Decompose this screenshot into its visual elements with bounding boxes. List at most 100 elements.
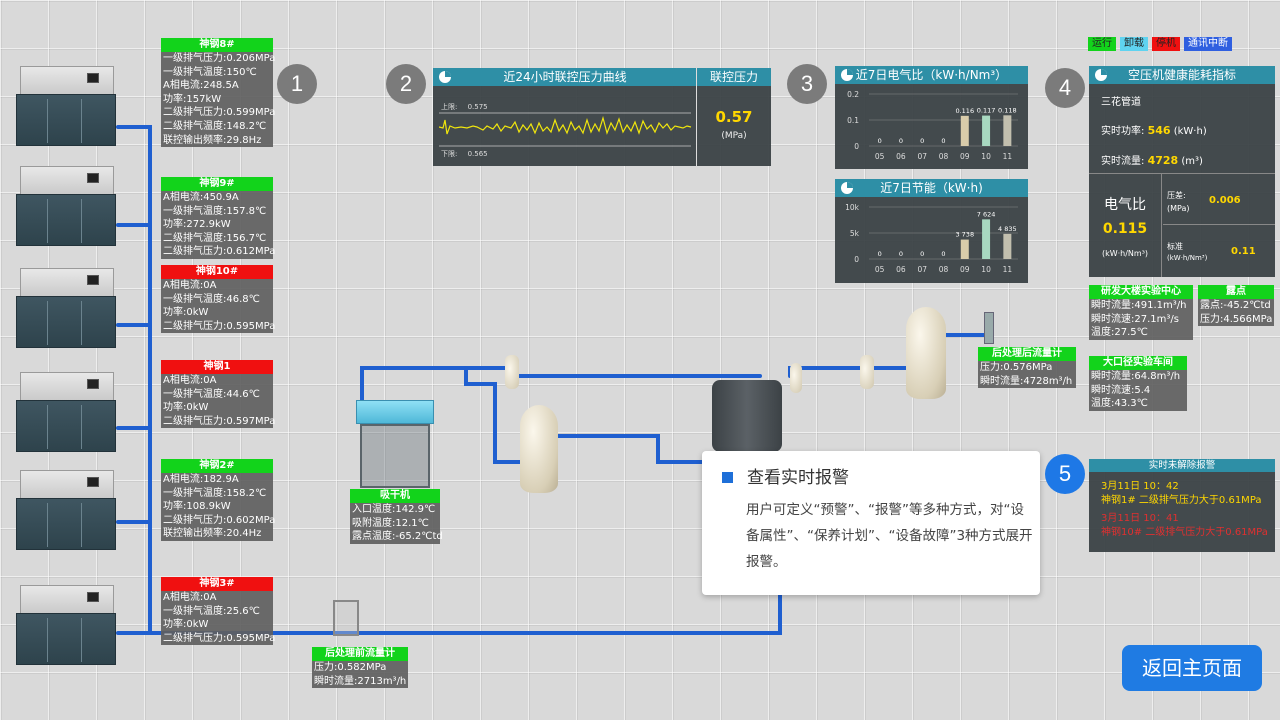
compressor-info-9[interactable]: 神钢9# A相电流:450.9A 一级排气温度:157.8℃ 功率:272.9k… — [161, 177, 275, 259]
info-row: A相电流:0A — [163, 375, 217, 386]
ratio-value: 0.115 — [1102, 221, 1148, 237]
callout-body: 用户可定义“预警”、“报警”等多种方式，对“设备属性”、“保养计划”、“设备故障… — [746, 502, 1033, 570]
health-panel[interactable]: 空压机健康能耗指标 三花管道 实时功率: 546 (kW·h) 实时流量: 47… — [1089, 66, 1275, 277]
meter-post-treatment[interactable]: 后处理后流量计 压力:0.576MPa 瞬时流量:4728m³/h — [978, 347, 1076, 389]
info-row: 瞬时流量:491.1m³/h — [1091, 300, 1187, 311]
info-row: 二级排气压力:0.602MPa — [163, 514, 276, 526]
meter-name: 露点 — [1198, 285, 1274, 299]
diff-label: 压差: — [1167, 191, 1186, 200]
ratio-label: 电气比 — [1104, 197, 1146, 213]
info-row: 功率:272.9kW — [163, 219, 231, 231]
pressure-value: 0.57 — [715, 108, 753, 126]
feature-callout: 查看实时报警 用户可定义“预警”、“报警”等多种方式，对“设备属性”、“保养计划… — [702, 451, 1040, 595]
y-tick-label: 0 — [854, 255, 859, 264]
compressor-name: 神钢3# — [161, 577, 273, 591]
marker-5: 5 — [1045, 454, 1085, 494]
data-label: 0 — [941, 250, 945, 258]
compressor-name: 神钢10# — [161, 265, 273, 279]
compressor-unit-1[interactable] — [14, 66, 118, 148]
alarm-panel[interactable]: 实时未解除报警 3月11日 10：42 神钢1# 二级排气压力大于0.61MPa… — [1089, 459, 1275, 552]
bar — [960, 115, 969, 146]
info-row: 露点:-45.2℃td — [1200, 300, 1271, 311]
x-tick-label: 10 — [981, 152, 991, 161]
dryer-frame — [360, 424, 430, 488]
data-label: 0 — [878, 137, 882, 145]
info-row: 露点温度:-65.2℃td — [352, 531, 443, 543]
data-label: 4 835 — [998, 225, 1017, 233]
info-row: 一级排气温度:46.8℃ — [163, 293, 260, 305]
pressure-panel-header: 近24小时联控压力曲线 — [433, 68, 697, 86]
compressor-info-10[interactable]: 神钢10# A相电流:0A 一级排气温度:46.8℃ 功率:0kW 二级排气压力… — [161, 265, 275, 334]
compressor-info-3[interactable]: 神钢3# A相电流:0A 一级排气温度:25.6℃ 功率:0kW 二级排气压力:… — [161, 577, 275, 646]
meter-large-workshop[interactable]: 大口径实验车间 瞬时流量:64.8m³/h 瞬时流速:5.4 温度:43.3℃ — [1089, 356, 1187, 411]
x-tick-label: 08 — [939, 265, 949, 274]
health-panel-header: 空压机健康能耗指标 — [1089, 66, 1275, 84]
meter-rd-center[interactable]: 研发大楼实验中心 瞬时流量:491.1m³/h 瞬时流速:27.1m³/s 温度… — [1089, 285, 1193, 340]
compressor-info-2[interactable]: 神钢2# A相电流:182.9A 一级排气温度:158.2℃ 功率:108.9k… — [161, 459, 276, 541]
filter-1 — [505, 355, 519, 389]
info-row: 一级排气压力:0.206MPa — [163, 53, 276, 64]
adsorption-dryer — [712, 380, 782, 452]
marker-1: 1 — [277, 64, 317, 104]
meter-name: 后处理前流量计 — [312, 647, 408, 661]
info-row: 功率:157kW — [163, 93, 222, 105]
legend-stopped: 停机 — [1152, 37, 1180, 51]
compressor-unit-3[interactable] — [14, 268, 118, 350]
compressor-unit-2[interactable] — [14, 166, 118, 248]
compressor-info-8[interactable]: 神钢8# 一级排气压力:0.206MPa 一级排气温度:150℃ A相电流:24… — [161, 38, 276, 148]
info-row: 瞬时流量:64.8m³/h — [1091, 371, 1181, 382]
info-row: 联控输出频率:29.8Hz — [163, 134, 262, 146]
lower-limit-label: 下限: 0.565 — [441, 150, 488, 158]
data-label: 0.117 — [977, 107, 996, 115]
pressure-side-title: 联控压力 — [697, 68, 771, 86]
bar — [1003, 233, 1012, 259]
data-label: 0 — [920, 137, 924, 145]
saving-panel-header: 近7日节能（kW·h) — [835, 179, 1028, 197]
divider — [1163, 224, 1275, 225]
pressure-line-chart — [439, 112, 692, 147]
data-label: 0 — [941, 137, 945, 145]
dryer-top[interactable] — [356, 400, 434, 424]
compressor-info-1[interactable]: 神钢1 A相电流:0A 一级排气温度:44.6℃ 功率:0kW 二级排气压力:0… — [161, 360, 276, 429]
pressure-curve-panel[interactable]: 近24小时联控压力曲线 联控压力 上限: 0.575 下限: 0.565 0.5… — [433, 68, 771, 166]
info-row: 吸附温度:12.1℃ — [352, 517, 429, 529]
compressor-unit-6[interactable] — [14, 585, 118, 667]
air-tank-1 — [520, 405, 558, 493]
data-label: 3 738 — [955, 231, 974, 239]
std-value: 0.11 — [1231, 246, 1256, 257]
chart-icon — [841, 182, 853, 194]
alarm-time-2: 3月11日 10：41 — [1101, 513, 1179, 524]
filter-3 — [790, 363, 802, 393]
compressor-name: 神钢2# — [161, 459, 273, 473]
divider — [1161, 174, 1162, 277]
info-row: A相电流:248.5A — [163, 80, 239, 92]
data-label: 0 — [920, 250, 924, 258]
marker-2: 2 — [386, 64, 426, 104]
callout-title: 查看实时报警 — [722, 463, 849, 488]
data-label: 0 — [899, 137, 903, 145]
info-row: A相电流:182.9A — [163, 474, 239, 485]
compressor-unit-5[interactable] — [14, 470, 118, 552]
alarm-time-1: 3月11日 10：42 — [1101, 481, 1179, 492]
info-row: 二级排气温度:156.7℃ — [163, 232, 267, 244]
meter-dewpoint[interactable]: 露点 露点:-45.2℃td 压力:4.566MPa — [1198, 285, 1274, 327]
return-home-button[interactable]: 返回主页面 — [1122, 645, 1262, 691]
bar — [1003, 115, 1012, 146]
dryer-info[interactable]: 吸干机 入口温度:142.9℃ 吸附温度:12.1℃ 露点温度:-65.2℃td — [350, 489, 443, 544]
meter-pre-treatment[interactable]: 后处理前流量计 压力:0.582MPa 瞬时流量:2713m³/h — [312, 647, 408, 689]
info-row: 瞬时流速:5.4 — [1091, 384, 1151, 396]
y-tick-label: 0 — [854, 142, 859, 151]
info-row: 二级排气压力:0.597MPa — [163, 415, 276, 427]
info-row: 压力:4.566MPa — [1200, 313, 1273, 325]
y-tick-label: 0.2 — [847, 90, 859, 99]
chart-icon — [1095, 69, 1107, 81]
compressor-unit-4[interactable] — [14, 372, 118, 454]
x-tick-label: 07 — [917, 265, 927, 274]
info-row: A相电流:0A — [163, 592, 217, 603]
alarm-message-2: 神钢10# 二级排气压力大于0.61MPa — [1101, 527, 1268, 538]
diff-value: 0.006 — [1209, 195, 1241, 206]
info-row: 一级排气温度:44.6℃ — [163, 388, 260, 400]
